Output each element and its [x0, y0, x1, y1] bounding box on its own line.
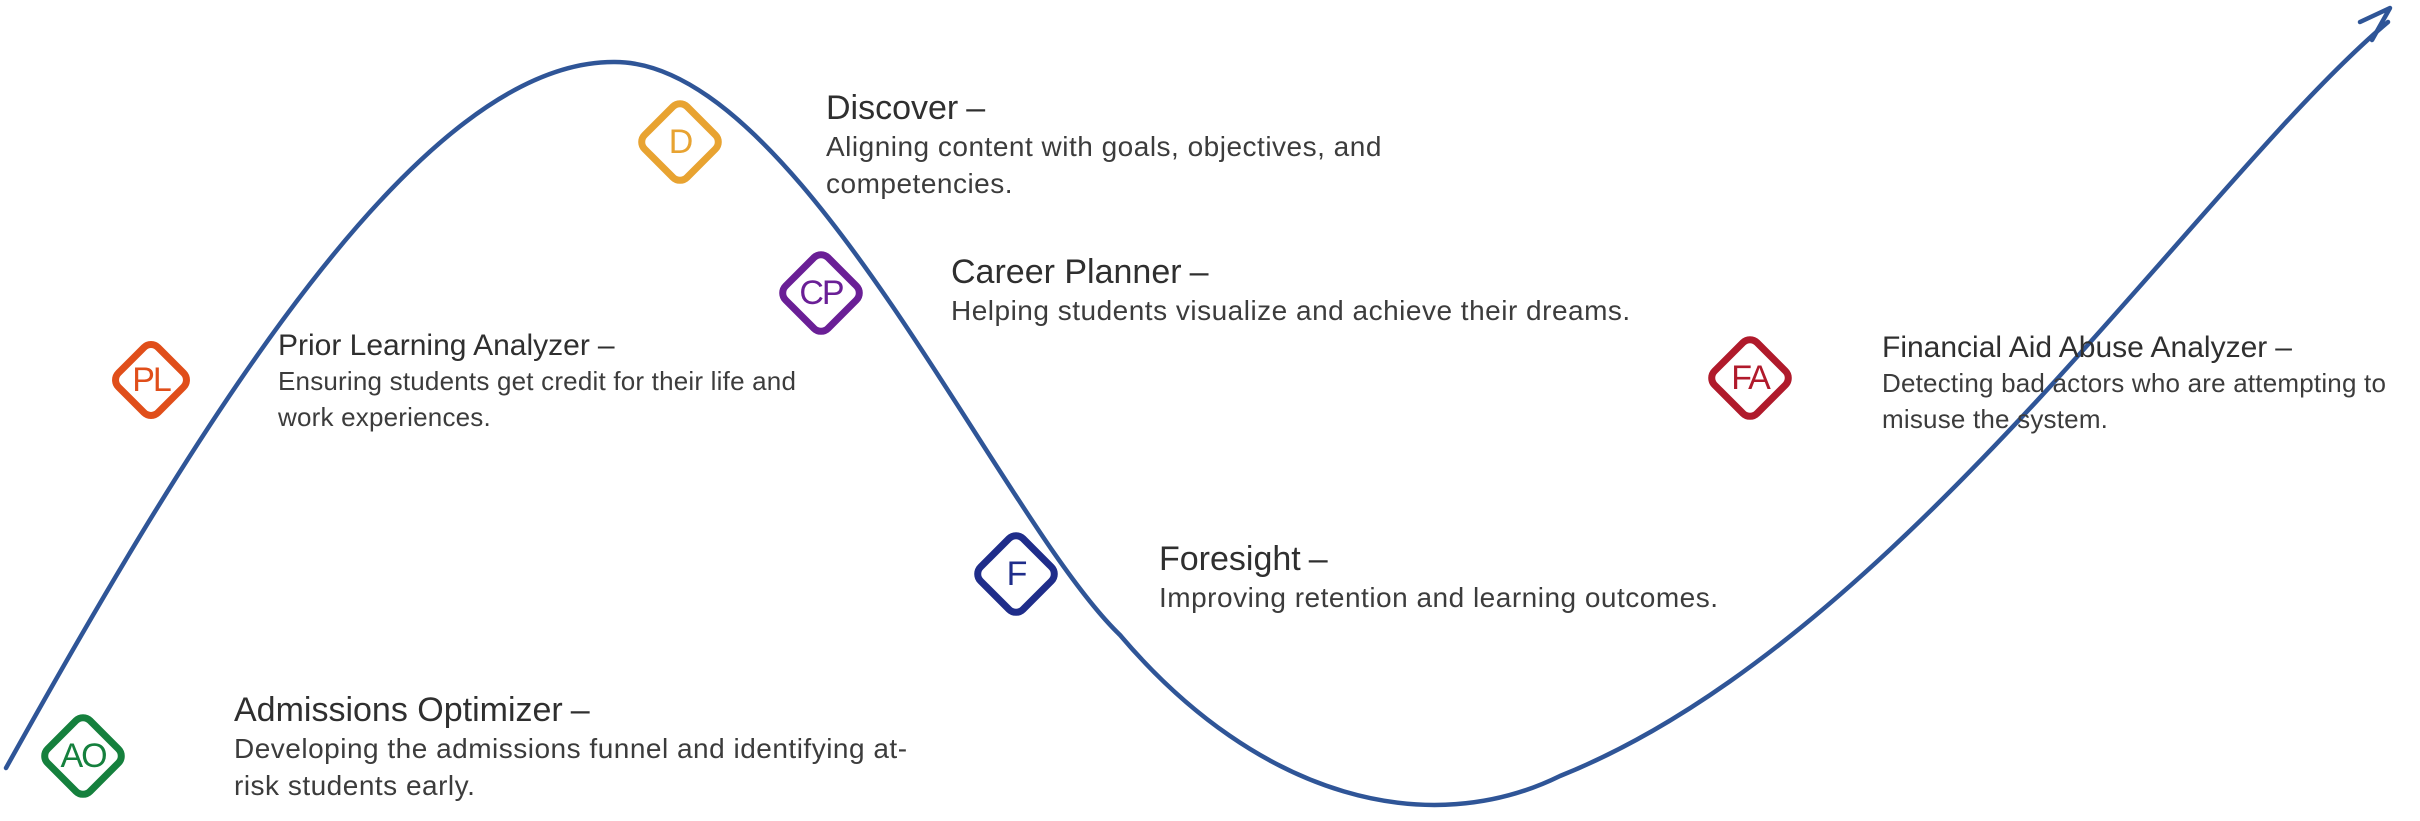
badge-admissions-optimizer: AO	[31, 704, 135, 808]
milestone-discover: Discover– Aligning content with goals, o…	[826, 88, 1426, 203]
milestone-description: Improving retention and learning outcome…	[1159, 581, 1719, 613]
title-text: Admissions Optimizer	[234, 691, 563, 729]
milestone-description: Helping students visualize and achieve t…	[951, 294, 1631, 326]
badge-prior-learning-analyzer: PL	[99, 328, 203, 432]
title-dash: –	[570, 691, 590, 729]
badge-abbreviation: F	[1006, 555, 1028, 593]
milestone-prior-learning-analyzer: Prior Learning Analyzer– Ensuring studen…	[278, 328, 818, 436]
milestone-admissions-optimizer: Admissions Optimizer– Developing the adm…	[234, 690, 914, 805]
title-text: Discover	[826, 89, 959, 127]
milestone-title: Admissions Optimizer–	[234, 690, 914, 731]
title-text: Career Planner	[951, 253, 1182, 291]
badge-financial-aid-abuse-analyzer: FA	[1698, 326, 1802, 430]
badge-abbreviation: FA	[1731, 359, 1771, 397]
diamond-icon	[112, 341, 190, 419]
title-dash: –	[1308, 540, 1328, 578]
milestone-foresight: Foresight– Improving retention and learn…	[1159, 539, 1979, 617]
title-text: Financial Aid Abuse Analyzer	[1882, 331, 2268, 364]
milestone-career-planner: Career Planner– Helping students visuali…	[951, 252, 1771, 330]
badge-discover: D	[628, 90, 732, 194]
badge-career-planner: CP	[769, 241, 873, 345]
milestone-title: Discover–	[826, 88, 1426, 129]
milestone-title: Foresight–	[1159, 539, 1979, 580]
diamond-icon	[41, 714, 125, 798]
diamond-icon	[779, 251, 863, 335]
milestone-description: Ensuring students get credit for their l…	[278, 366, 797, 432]
badge-abbreviation: D	[668, 123, 694, 161]
title-text: Foresight	[1159, 540, 1301, 578]
milestone-description: Detecting bad actors who are attempting …	[1882, 368, 2387, 434]
title-dash: –	[2275, 331, 2292, 364]
title-dash: –	[597, 329, 615, 362]
milestone-title: Career Planner–	[951, 252, 1771, 293]
badge-foresight: F	[964, 522, 1068, 626]
diamond-icon	[974, 532, 1058, 616]
badge-abbreviation: CP	[799, 274, 844, 312]
milestone-description: Aligning content with goals, objectives,…	[826, 130, 1382, 199]
badge-abbreviation: AO	[60, 737, 107, 775]
milestone-title: Financial Aid Abuse Analyzer–	[1882, 330, 2412, 366]
wave-path	[3, 19, 2391, 808]
milestone-description: Developing the admissions funnel and ide…	[234, 732, 908, 801]
badge-abbreviation: PL	[132, 361, 172, 399]
milestone-title: Prior Learning Analyzer–	[278, 328, 818, 364]
diamond-icon	[638, 100, 722, 184]
title-text: Prior Learning Analyzer	[278, 329, 590, 362]
curve-arrow-tip	[2357, 5, 2393, 43]
title-dash: –	[966, 89, 986, 127]
title-dash: –	[1189, 253, 1209, 291]
diamond-icon	[1708, 336, 1792, 420]
milestone-financial-aid-abuse-analyzer: Financial Aid Abuse Analyzer– Detecting …	[1882, 330, 2412, 438]
